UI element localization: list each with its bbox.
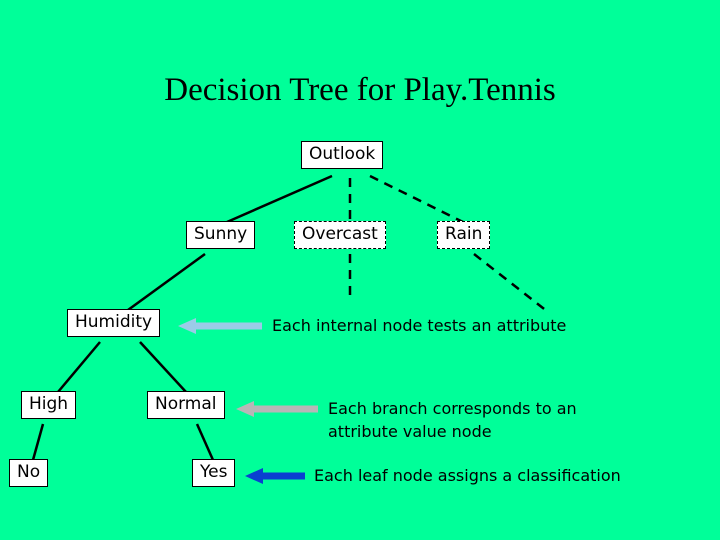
annotation-leaf-node: Each leaf node assigns a classification	[314, 466, 621, 485]
tree-leaf-yes[interactable]: Yes	[192, 459, 236, 487]
annotation-branch-line2: attribute value node	[328, 422, 492, 441]
tree-branch-normal[interactable]: Normal	[147, 391, 225, 419]
annotation-internal-node: Each internal node tests an attribute	[272, 316, 567, 335]
tree-branch-rain[interactable]: Rain	[437, 221, 491, 249]
arrow-to-branch	[236, 401, 318, 417]
tree-branch-overcast[interactable]: Overcast	[294, 221, 386, 249]
tree-branch-sunny[interactable]: Sunny	[186, 221, 256, 249]
page-title: Decision Tree for Play.Tennis	[164, 72, 556, 108]
tree-leaf-no[interactable]: No	[9, 459, 49, 487]
annotation-branch-line1: Each branch corresponds to an	[328, 399, 577, 418]
tree-branch-high[interactable]: High	[21, 391, 77, 419]
arrow-to-humidity	[178, 318, 262, 334]
tree-node-outlook[interactable]: Outlook	[301, 141, 384, 169]
tree-node-humidity[interactable]: Humidity	[67, 309, 161, 337]
arrow-to-leaf	[245, 468, 305, 484]
